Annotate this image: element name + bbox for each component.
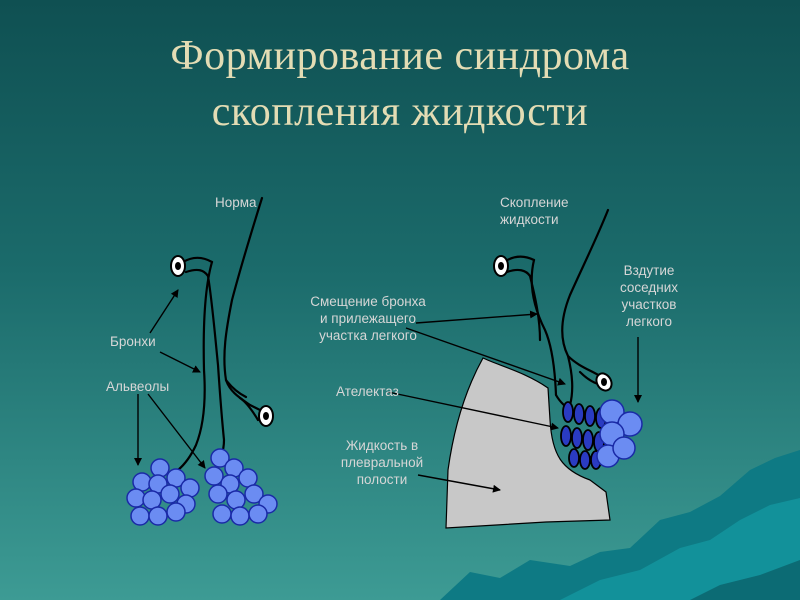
label-swelling: Вздутие соседних участков легкого (608, 262, 690, 330)
normal-bronchial-tree (178, 198, 264, 472)
label-alveoli: Альвеолы (106, 378, 169, 395)
label-pleural-fluid: Жидкость в плевральной полости (332, 437, 432, 488)
label-swelling-line2: соседних (608, 279, 690, 296)
label-displacement-line2: и прилежащего (288, 310, 448, 327)
label-pleural-fluid-line1: Жидкость в (332, 437, 432, 454)
label-swelling-line3: участков (608, 296, 690, 313)
bronchus-lumen-core (263, 412, 269, 420)
label-displacement-line3: участка легкого (288, 327, 448, 344)
bronchus-lumen-core (498, 262, 504, 270)
bronchus-lumen-core (601, 378, 607, 386)
label-displacement: Смещение бронха и прилежащего участка ле… (288, 293, 448, 344)
label-bronchi: Бронхи (110, 333, 156, 350)
label-fluid-accumulation-line1: Скопление (500, 194, 569, 211)
label-fluid-accumulation: Скопление жидкости (500, 194, 569, 228)
label-swelling-line1: Вздутие (608, 262, 690, 279)
label-norm: Норма (215, 194, 257, 211)
label-pleural-fluid-line3: полости (332, 471, 432, 488)
label-swelling-line4: легкого (608, 313, 690, 330)
swollen-alveoli (597, 400, 642, 467)
label-pleural-fluid-line2: плевральной (332, 454, 432, 471)
label-atelectasis: Ателектаз (336, 383, 399, 400)
bronchus-lumen-core (175, 262, 181, 270)
normal-alveoli-left (127, 459, 199, 525)
label-fluid-accumulation-line2: жидкости (500, 211, 569, 228)
normal-alveoli-right (205, 449, 277, 525)
label-displacement-line1: Смещение бронха (288, 293, 448, 310)
